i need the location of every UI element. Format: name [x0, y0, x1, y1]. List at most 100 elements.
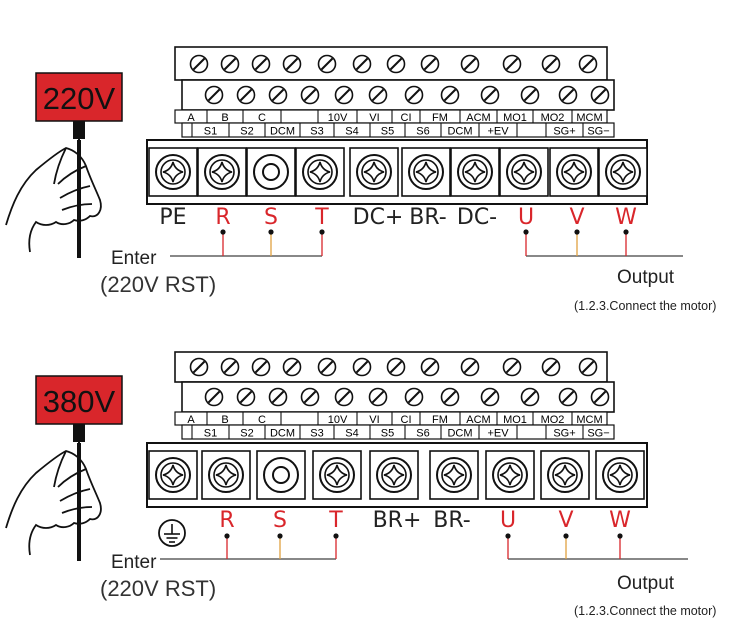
control-screw-bottom-5 — [334, 85, 354, 105]
signal-label-bottom: S1 — [204, 428, 217, 440]
terminal-label-w: W — [609, 508, 631, 533]
signal-label-top: MCM — [576, 414, 602, 426]
output-wire-dot — [505, 533, 511, 539]
terminal-label-t: T — [314, 205, 329, 230]
control-screw-bottom-12 — [590, 387, 610, 407]
control-screw-top-3 — [251, 357, 271, 377]
terminal-label-dc: DC- — [457, 205, 497, 230]
control-screw-bottom-1 — [204, 387, 224, 407]
control-screw-top-8 — [420, 54, 440, 74]
power-terminal-screw — [204, 154, 240, 190]
output-label: Output — [617, 573, 675, 594]
voltage-label: 380V — [43, 384, 116, 419]
signal-label-bottom: DCM — [270, 428, 295, 440]
control-screw-bottom-4 — [300, 85, 320, 105]
control-screw-bottom-2 — [236, 85, 256, 105]
control-screw-top-10 — [502, 54, 522, 74]
signal-label-top: MO2 — [541, 112, 565, 124]
terminal-label-w: W — [615, 205, 637, 230]
signal-label-bottom: SG− — [587, 428, 609, 440]
control-screw-bottom-1 — [204, 85, 224, 105]
power-terminal-screw — [506, 154, 542, 190]
control-screw-bottom-8 — [440, 85, 460, 105]
ground-icon — [158, 519, 186, 547]
control-screw-top-5 — [317, 357, 337, 377]
control-screw-top-2 — [220, 357, 240, 377]
control-screw-bottom-7 — [404, 85, 424, 105]
signal-label-top: MCM — [576, 112, 602, 124]
voltage-badge — [35, 375, 123, 425]
signal-label-top: B — [221, 112, 228, 124]
power-terminal-screw — [492, 457, 528, 493]
power-terminal-screw — [602, 457, 638, 493]
control-screw-top-12 — [578, 357, 598, 377]
control-screw-bottom-6 — [368, 387, 388, 407]
output-label: Output — [617, 267, 675, 288]
control-screw-bottom-11 — [558, 387, 578, 407]
terminal-label-u: U — [518, 205, 534, 230]
signal-label-top: 10V — [328, 414, 348, 426]
control-screw-top-10 — [502, 357, 522, 377]
signal-label-bottom: S2 — [240, 428, 253, 440]
control-screw-bottom-10 — [520, 387, 540, 407]
power-terminal-screw — [457, 154, 493, 190]
input-wire-dot — [333, 533, 339, 539]
control-screw-bottom-11 — [558, 85, 578, 105]
power-terminal-screw — [356, 154, 392, 190]
power-terminal-screw — [302, 154, 338, 190]
control-screw-top-2 — [220, 54, 240, 74]
control-screw-top-9 — [460, 54, 480, 74]
signal-label-top: C — [258, 112, 266, 124]
power-terminal-screw — [408, 154, 444, 190]
terminal-label-u: U — [500, 508, 516, 533]
signal-label-bottom: S5 — [381, 428, 394, 440]
input-wire-dot — [319, 229, 325, 235]
terminal-label-s: S — [273, 508, 287, 533]
control-screw-top-5 — [317, 54, 337, 74]
input-wire-dot — [277, 533, 283, 539]
input-wire-dot — [220, 229, 226, 235]
signal-label-top: ACM — [466, 414, 490, 426]
input-wire-dot — [224, 533, 230, 539]
control-screw-bottom-6 — [368, 85, 388, 105]
signal-label-bottom: S6 — [416, 428, 429, 440]
power-terminal-screw — [556, 154, 592, 190]
terminal-label-r: R — [219, 508, 234, 533]
output-wire-dot — [574, 229, 580, 235]
output-wire-dot — [563, 533, 569, 539]
signal-label-top: A — [187, 112, 195, 124]
terminal-label-s: S — [264, 205, 278, 230]
control-screw-bottom-5 — [334, 387, 354, 407]
power-terminal-screw — [547, 457, 583, 493]
terminal-label-dc: DC+ — [353, 205, 404, 230]
control-screw-top-6 — [352, 357, 372, 377]
power-terminal-screw — [605, 154, 641, 190]
control-screw-bottom-2 — [236, 387, 256, 407]
enter-sub: (220V RST) — [100, 272, 216, 297]
signal-label-bottom: +EV — [487, 126, 509, 138]
control-screw-top-8 — [420, 357, 440, 377]
signal-label-top: VI — [369, 414, 379, 426]
power-terminal-screw — [155, 154, 191, 190]
terminal-label-pe: PE — [159, 205, 186, 230]
power-terminal-screw — [208, 457, 244, 493]
terminal-label-br: BR- — [433, 508, 470, 533]
signal-label-bottom: S1 — [204, 126, 217, 138]
signal-label-bottom: S2 — [240, 126, 253, 138]
control-screw-top-11 — [541, 54, 561, 74]
enter-sub: (220V RST) — [100, 576, 216, 601]
voltage-badge — [35, 72, 123, 122]
power-terminal-screw — [436, 457, 472, 493]
signal-label-bottom: S4 — [345, 126, 358, 138]
terminal-label-v: V — [569, 205, 584, 230]
control-screw-top-6 — [352, 54, 372, 74]
output-wire-dot — [623, 229, 629, 235]
signal-label-top: ACM — [466, 112, 490, 124]
hand-icon — [5, 450, 102, 556]
signal-label-bottom: S3 — [310, 126, 323, 138]
signal-label-top: FM — [432, 414, 448, 426]
power-terminal-screw — [263, 457, 299, 493]
signal-label-bottom: S6 — [416, 126, 429, 138]
